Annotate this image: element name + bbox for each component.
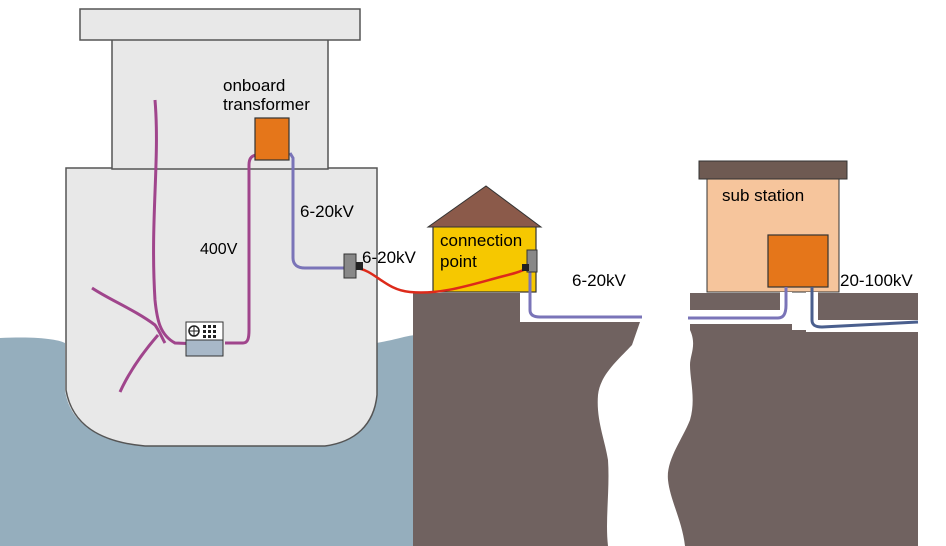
connection-point-label-2: point: [440, 252, 477, 271]
cable-400v-branch-down: [118, 334, 160, 393]
connection-point-label-1: connection: [440, 231, 522, 250]
cable-grid: [810, 287, 919, 329]
shore-connection-cable: [355, 266, 529, 294]
switchboard-icon: [185, 321, 224, 357]
land-right: [667, 293, 918, 546]
ship-bridge-deck: [79, 8, 361, 41]
onboard-transformer-label-1: onboard: [223, 76, 285, 95]
ship-voltage-400-label: 400V: [200, 241, 238, 258]
substation-transformer: [767, 234, 829, 288]
cable-6-20kv-to-substation: [688, 287, 788, 320]
ship-superstructure: [111, 37, 329, 170]
sea: [0, 335, 415, 546]
cable-trench-left: [520, 293, 642, 322]
cable-400v-branch: [152, 99, 201, 346]
cable-6-20kv-ship: [288, 152, 345, 270]
ship-voltage-6-20-label: 6-20kV: [300, 202, 355, 221]
plug-voltage-label: 6-20kV: [362, 248, 417, 267]
onboard-transformer-label-2: transformer: [223, 95, 310, 114]
substation-label: sub station: [722, 186, 804, 205]
socket-icon: [522, 249, 538, 273]
onboard-transformer: [254, 117, 290, 161]
cable-6-20kv-shore: [528, 270, 642, 319]
connection-house-roof: [426, 185, 543, 228]
ship-hull: [65, 167, 378, 447]
cable-voltage-label: 6-20kV: [572, 271, 627, 290]
cable-400v-branch-left: [91, 286, 167, 344]
land-left: [413, 293, 640, 546]
substation-roof: [698, 160, 848, 180]
plug-icon: [343, 253, 363, 279]
grid-voltage-label: 20-100kV: [840, 271, 913, 290]
cable-400v-to-transformer: [225, 153, 259, 345]
cable-trench-right: [688, 292, 918, 332]
